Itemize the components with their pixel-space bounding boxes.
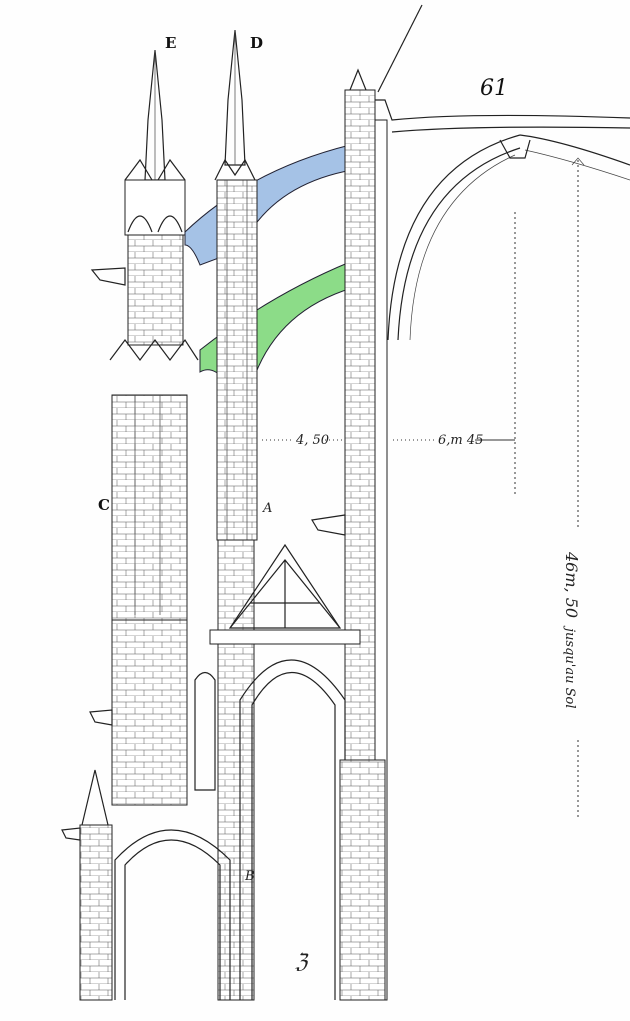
aisle-roof [209,543,361,645]
pier-c [111,394,188,621]
gargoyle-icon [61,827,81,841]
pinnacle-d [214,29,256,181]
pinnacle-e [124,49,186,236]
aisle-arches [79,659,386,1001]
dimension-height-note: jusqu'au Sol [562,625,577,709]
dimension-span-2: 6,m 45 [438,433,483,448]
label-a: A [262,501,272,516]
label-d: D [250,34,263,52]
pier-b [217,539,255,1001]
label-e: E [165,34,176,52]
pier-c-base [111,619,188,806]
dimension-height: 46m, 50 [562,551,581,618]
nave-vault [372,99,630,341]
upper-flying-buttress [184,144,353,266]
label-c: C [98,496,110,514]
leader-line [377,4,423,93]
dimension-span-1: 4, 50 [295,433,329,448]
gargoyle-icon [89,709,113,726]
dimension-lines [262,157,585,820]
tower-e-body [127,234,184,346]
pier-d [216,179,258,541]
label-b: B [244,869,255,884]
gargoyle-icon [311,514,346,536]
artist-signature: ℨ [295,949,309,973]
page-number: 61 [480,76,508,101]
gargoyle-icon [90,267,126,286]
